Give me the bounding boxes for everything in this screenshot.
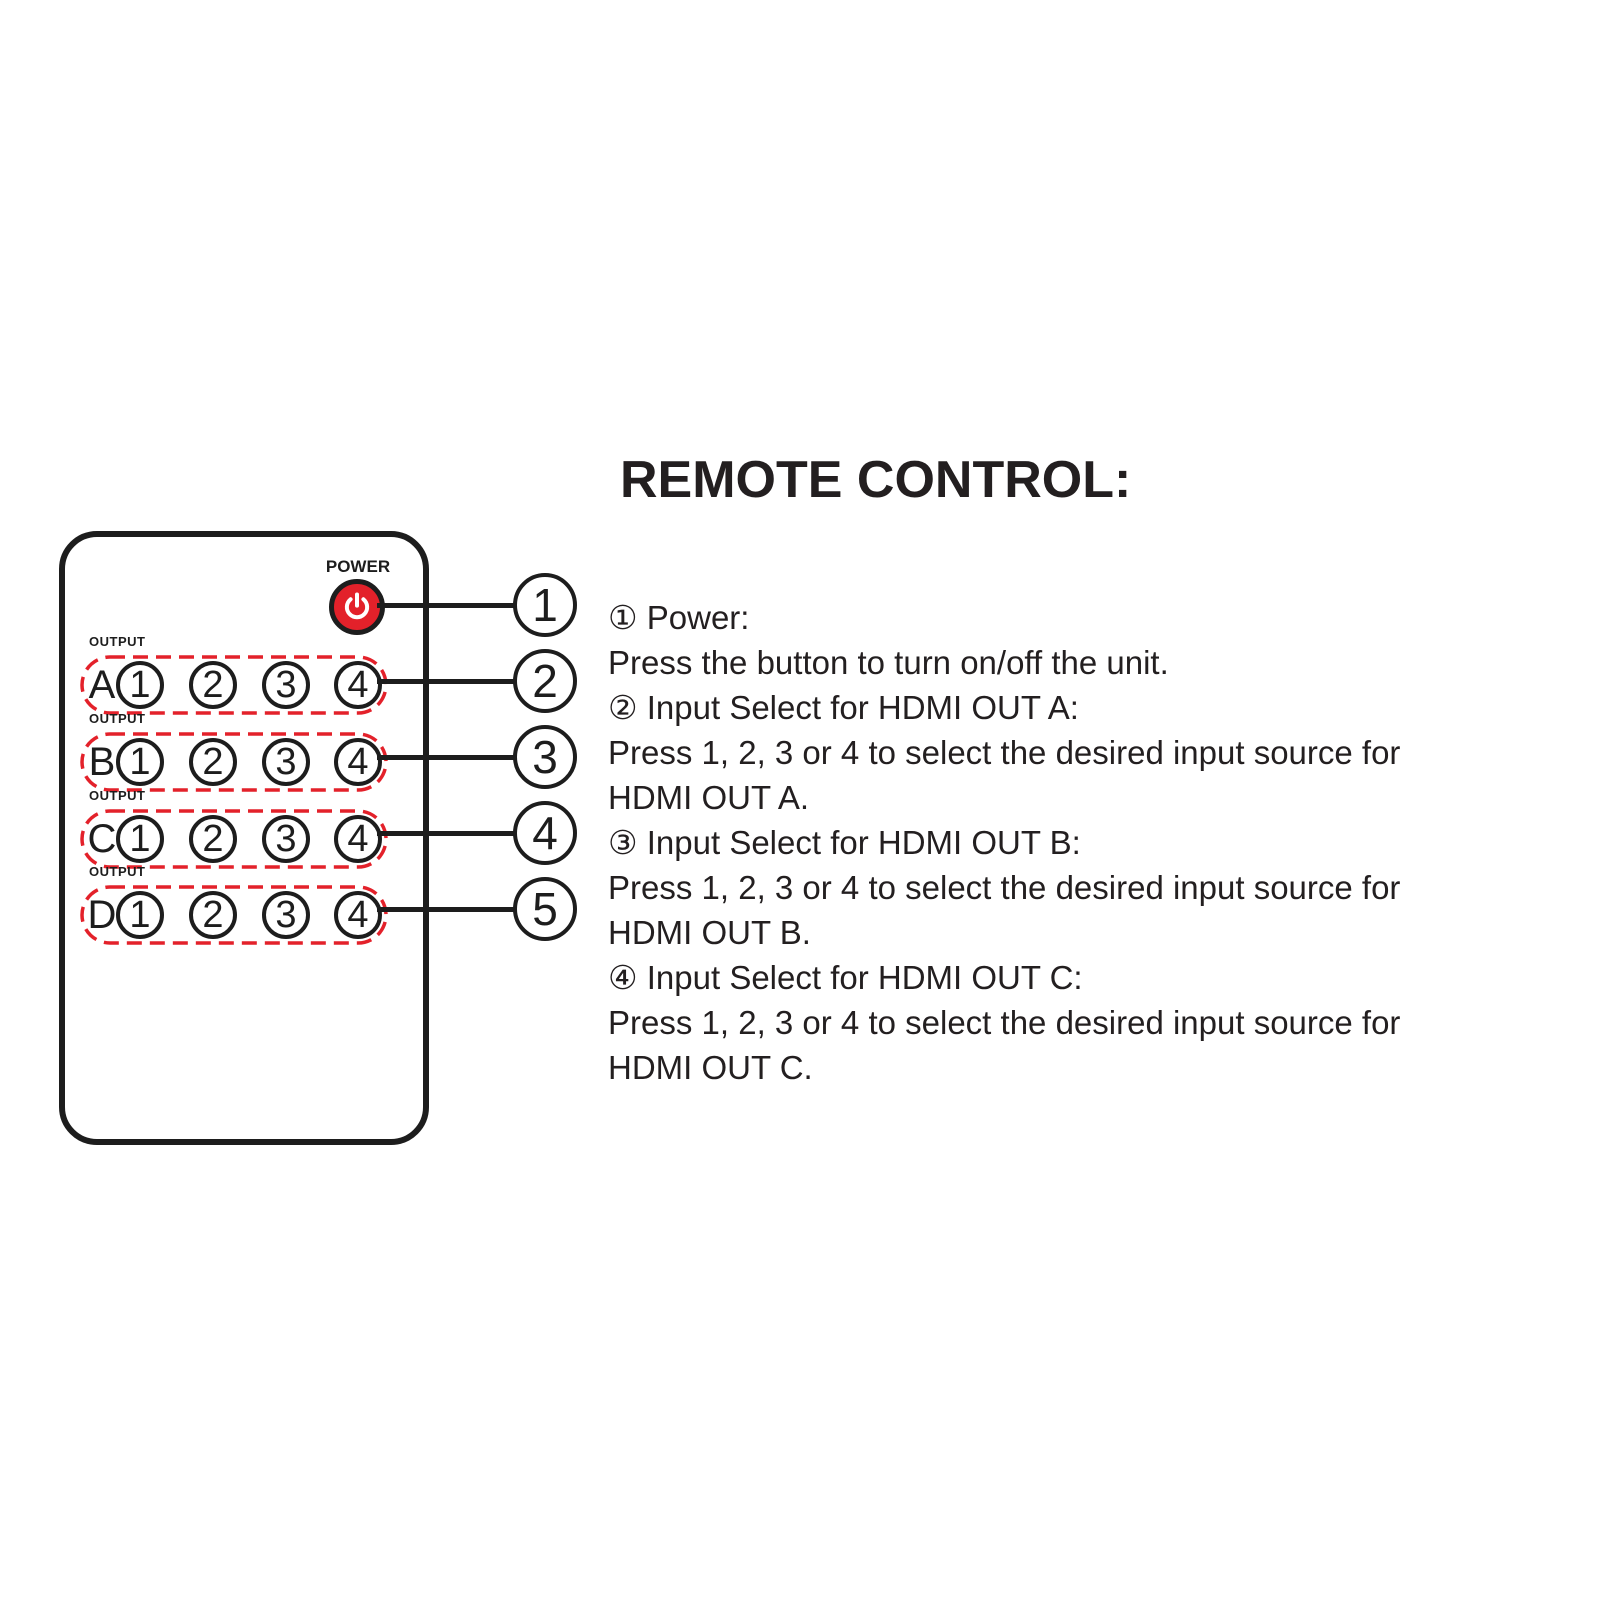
output-group-label: OUTPUT <box>89 634 146 649</box>
callout-4: 4 <box>513 801 577 865</box>
instruction-line: ① Power: <box>608 599 750 636</box>
button-c-2: 2 <box>189 815 237 863</box>
row-letter: C <box>87 817 117 861</box>
instruction-line: Press 1, 2, 3 or 4 to select the desired… <box>608 1004 1401 1041</box>
remote-control-illustration: POWER OUTPUT A 1 2 3 4 OUTPUT B <box>59 531 429 1145</box>
output-row-a: OUTPUT A 1 2 3 4 <box>80 634 388 715</box>
output-row-d: OUTPUT D 1 2 3 4 <box>80 864 388 945</box>
row-letter: A <box>88 663 116 707</box>
power-icon <box>344 592 370 620</box>
power-button <box>329 579 385 635</box>
button-a-2: 2 <box>189 661 237 709</box>
callout-5: 5 <box>513 877 577 941</box>
connector-line-2 <box>377 679 514 684</box>
button-a-1: 1 <box>116 661 164 709</box>
output-group-label: OUTPUT <box>89 788 146 803</box>
row-letter: B <box>88 740 116 784</box>
button-c-1: 1 <box>116 815 164 863</box>
output-group-label: OUTPUT <box>89 711 146 726</box>
instruction-line: Press 1, 2, 3 or 4 to select the desired… <box>608 869 1401 906</box>
output-row-c: OUTPUT C 1 2 3 4 <box>80 788 388 869</box>
button-b-2: 2 <box>189 738 237 786</box>
red-dashed-outline <box>80 885 388 945</box>
button-b-1: 1 <box>116 738 164 786</box>
instruction-line: Press 1, 2, 3 or 4 to select the desired… <box>608 734 1401 771</box>
button-d-3: 3 <box>262 891 310 939</box>
red-dashed-outline <box>80 655 388 715</box>
instruction-line: Press the button to turn on/off the unit… <box>608 644 1169 681</box>
instruction-line: ④ Input Select for HDMI OUT C: <box>608 959 1083 996</box>
callout-1: 1 <box>513 573 577 637</box>
instructions-text: ① Power: Press the button to turn on/off… <box>608 595 1518 1090</box>
connector-line-5 <box>377 907 514 912</box>
button-a-3: 3 <box>262 661 310 709</box>
output-group-label: OUTPUT <box>89 864 146 879</box>
connector-line-3 <box>377 755 514 760</box>
instruction-line: HDMI OUT C. <box>608 1049 813 1086</box>
callout-2: 2 <box>513 649 577 713</box>
button-d-4: 4 <box>334 891 382 939</box>
red-dashed-outline <box>80 732 388 792</box>
instruction-line: ② Input Select for HDMI OUT A: <box>608 689 1079 726</box>
button-a-4: 4 <box>334 661 382 709</box>
connector-line-4 <box>377 831 514 836</box>
instruction-line: HDMI OUT A. <box>608 779 810 816</box>
output-row-b: OUTPUT B 1 2 3 4 <box>80 711 388 792</box>
power-label: POWER <box>325 557 391 576</box>
row-letter: D <box>87 893 117 937</box>
button-c-4: 4 <box>334 815 382 863</box>
page-title: REMOTE CONTROL: <box>620 451 1132 509</box>
button-d-2: 2 <box>189 891 237 939</box>
button-b-3: 3 <box>262 738 310 786</box>
button-c-3: 3 <box>262 815 310 863</box>
button-d-1: 1 <box>116 891 164 939</box>
instruction-line: ③ Input Select for HDMI OUT B: <box>608 824 1081 861</box>
instruction-line: HDMI OUT B. <box>608 914 811 951</box>
button-b-4: 4 <box>334 738 382 786</box>
connector-line-1 <box>377 603 514 608</box>
red-dashed-outline <box>80 809 388 869</box>
callout-3: 3 <box>513 725 577 789</box>
